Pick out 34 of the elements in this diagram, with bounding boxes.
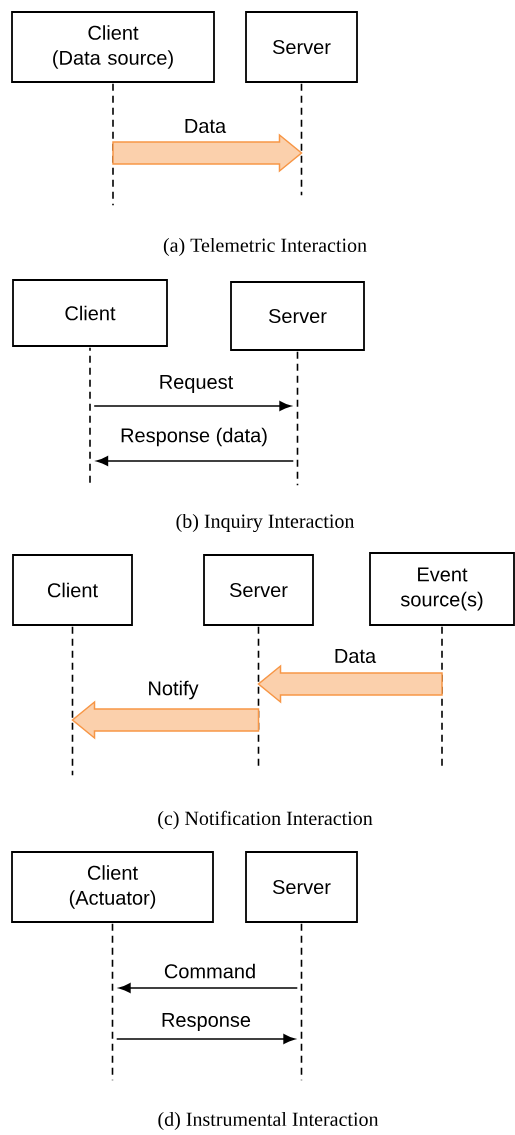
edge-label: Response bbox=[159, 1012, 253, 1032]
lifeline bbox=[300, 83, 303, 196]
edge-label: Data bbox=[332, 648, 378, 664]
participant-box: Server bbox=[230, 281, 365, 351]
edge-label: Request bbox=[157, 374, 235, 394]
caption: (b) Inquiry Interaction bbox=[176, 513, 355, 533]
lifeline bbox=[296, 351, 299, 486]
participant-box: Client bbox=[12, 279, 168, 347]
participant-box: Event source(s) bbox=[369, 552, 515, 626]
participant-box: Server bbox=[245, 851, 358, 923]
participant-box: Client bbox=[12, 554, 133, 626]
arrow bbox=[115, 1034, 295, 1044]
participant-box: Client (Actuator) bbox=[11, 851, 214, 923]
caption: (c) Notification Interaction bbox=[158, 810, 373, 830]
edge-label: Command bbox=[162, 962, 258, 980]
block-arrow bbox=[112, 133, 303, 173]
edge-label: Response (data) bbox=[119, 426, 269, 448]
edge-label: Data bbox=[182, 118, 228, 134]
caption: (a) Telemetric Interaction bbox=[163, 237, 367, 257]
arrow bbox=[96, 456, 295, 466]
lifeline bbox=[71, 626, 74, 776]
lifeline bbox=[257, 626, 260, 769]
caption: (d) Instrumental Interaction bbox=[158, 1111, 379, 1131]
arrow bbox=[93, 401, 291, 411]
participant-box: Server bbox=[203, 554, 314, 626]
lifeline bbox=[112, 83, 114, 206]
block-arrow bbox=[71, 700, 260, 740]
edge-label: Notify bbox=[146, 679, 200, 701]
block-arrow bbox=[257, 664, 443, 704]
lifeline bbox=[89, 347, 91, 486]
lifeline bbox=[441, 626, 443, 769]
participant-box: Client (Data source) bbox=[11, 11, 215, 83]
arrow bbox=[119, 983, 299, 993]
participant-box: Server bbox=[245, 11, 358, 83]
